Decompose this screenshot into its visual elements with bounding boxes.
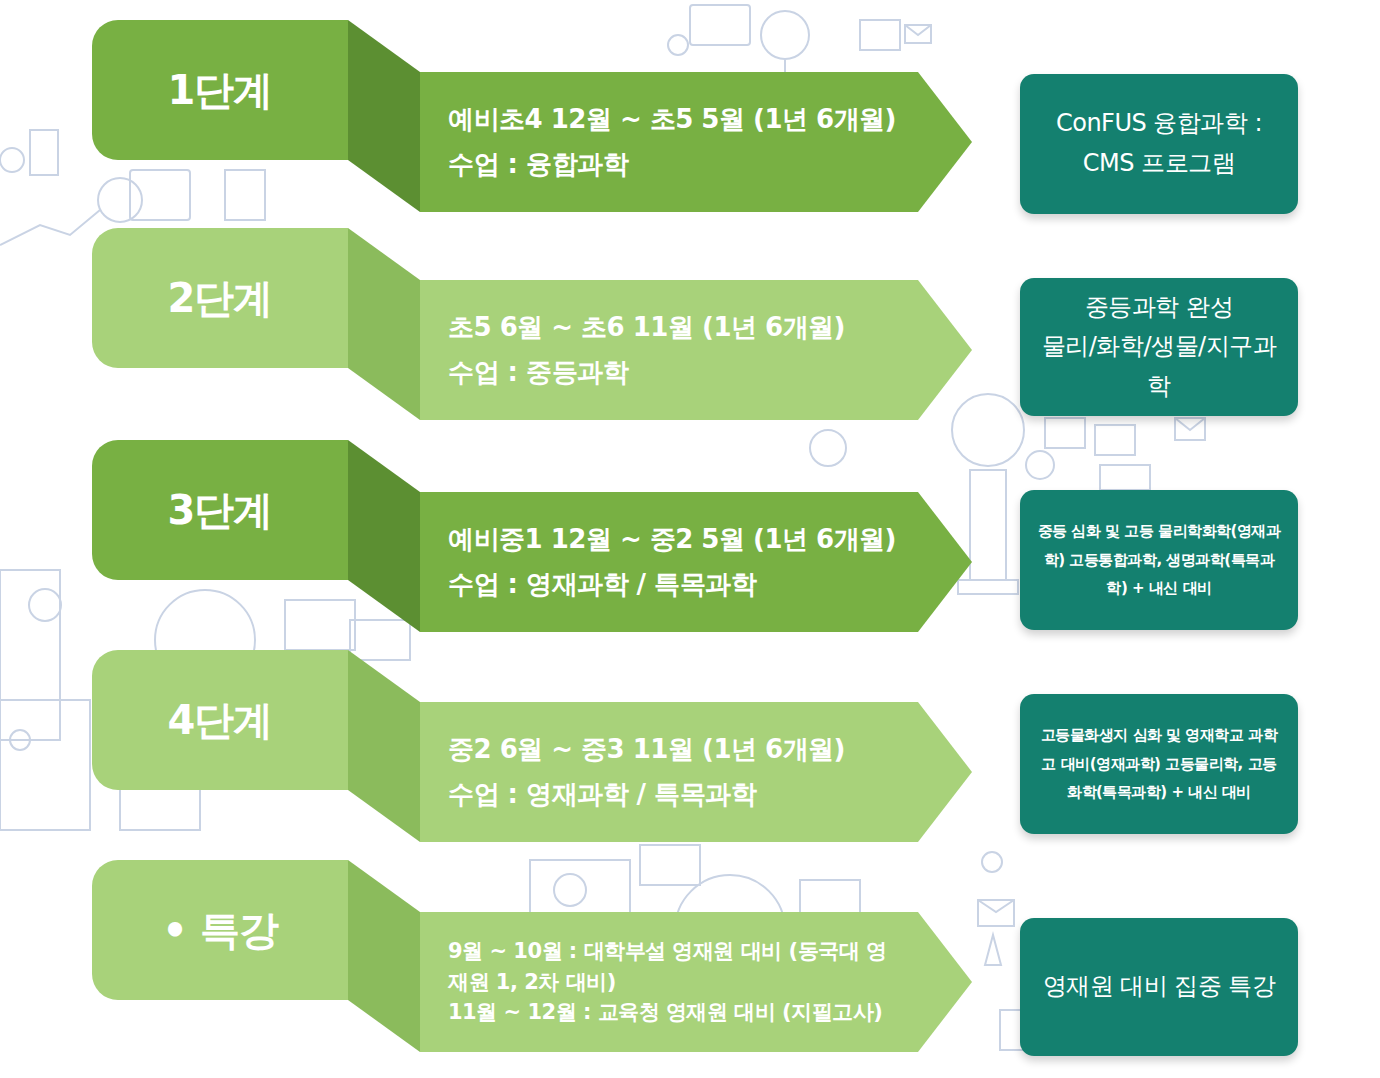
schedule-text: 수업 : 중등과학 xyxy=(448,350,902,396)
schedule-text: 11월 ~ 12월 : 교육청 영재원 대비 (지필고사) xyxy=(448,997,902,1027)
schedule-text: 수업 : 융합과학 xyxy=(448,142,902,188)
schedule-text: 초5 6월 ~ 초6 11월 (1년 6개월) xyxy=(448,305,902,351)
tab-shade xyxy=(348,228,420,420)
stage-label: 3단계 xyxy=(92,440,348,580)
stage-label: • 특강 xyxy=(92,860,348,1000)
tab-shade xyxy=(348,440,420,632)
tab-shade xyxy=(348,20,420,212)
stage-title: 1단계 xyxy=(168,63,273,118)
schedule-text: 중2 6월 ~ 중3 11월 (1년 6개월) xyxy=(448,727,902,773)
arrow-shape xyxy=(420,72,972,212)
stage-title: 4단계 xyxy=(168,693,273,748)
program-text: ConFUS 융합과학 : CMS 프로그램 xyxy=(1036,104,1282,183)
program-box: 고등물화생지 심화 및 영재학교 과학고 대비(영재과학) 고등물리학, 고등화… xyxy=(1020,694,1298,834)
program-box: ConFUS 융합과학 : CMS 프로그램 xyxy=(1020,74,1298,214)
program-text: 고등물화생지 심화 및 영재학교 과학고 대비(영재과학) 고등물리학, 고등화… xyxy=(1036,721,1282,807)
tab-shade xyxy=(348,650,420,842)
program-text: 물리/화학/생물/지구과학 xyxy=(1036,327,1282,406)
program-box: 중등과학 완성물리/화학/생물/지구과학 xyxy=(1020,278,1298,416)
schedule-arrow: 예비초4 12월 ~ 초5 5월 (1년 6개월)수업 : 융합과학 xyxy=(420,72,972,212)
schedule-arrow: 9월 ~ 10월 : 대학부설 영재원 대비 (동국대 영재원 1, 2차 대비… xyxy=(420,912,972,1052)
stage-title: • 특강 xyxy=(162,903,278,958)
program-text: 중등과학 완성 xyxy=(1085,288,1233,328)
program-text: 영재원 대비 집중 특강 xyxy=(1043,967,1276,1007)
program-box: 중등 심화 및 고등 물리학화학(영재과학) 고등통합과학, 생명과학(특목과학… xyxy=(1020,490,1298,630)
program-text: 중등 심화 및 고등 물리학화학(영재과학) 고등통합과학, 생명과학(특목과학… xyxy=(1036,517,1282,603)
tab-shade xyxy=(348,860,420,1052)
stage-label: 1단계 xyxy=(92,20,348,160)
tab-connectors xyxy=(348,20,420,1052)
schedule-text: 예비중1 12월 ~ 중2 5월 (1년 6개월) xyxy=(448,517,902,563)
stage-label: 2단계 xyxy=(92,228,348,368)
schedule-arrow: 중2 6월 ~ 중3 11월 (1년 6개월)수업 : 영재과학 / 특목과학 xyxy=(420,702,972,842)
stage-title: 3단계 xyxy=(168,483,273,538)
schedule-text: 9월 ~ 10월 : 대학부설 영재원 대비 (동국대 영재원 1, 2차 대비… xyxy=(448,936,902,997)
arrow-shape xyxy=(420,280,972,420)
schedule-arrow: 예비중1 12월 ~ 중2 5월 (1년 6개월)수업 : 영재과학 / 특목과… xyxy=(420,492,972,632)
schedule-text: 수업 : 영재과학 / 특목과학 xyxy=(448,562,902,608)
stage-title: 2단계 xyxy=(168,271,273,326)
arrow-shape xyxy=(420,492,972,632)
stage-label: 4단계 xyxy=(92,650,348,790)
schedule-text: 수업 : 영재과학 / 특목과학 xyxy=(448,772,902,818)
schedule-text: 예비초4 12월 ~ 초5 5월 (1년 6개월) xyxy=(448,97,902,143)
program-box: 영재원 대비 집중 특강 xyxy=(1020,918,1298,1056)
arrow-shape xyxy=(420,702,972,842)
schedule-arrow: 초5 6월 ~ 초6 11월 (1년 6개월)수업 : 중등과학 xyxy=(420,280,972,420)
